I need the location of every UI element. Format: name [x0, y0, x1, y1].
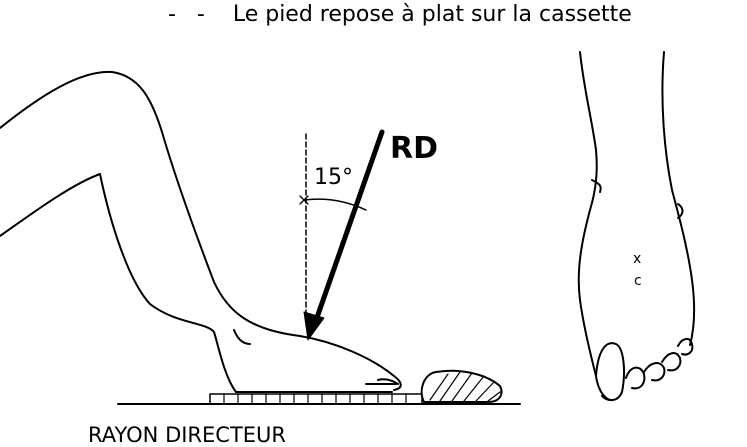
angle-arc: [303, 198, 367, 211]
calf-front-outline: [161, 131, 402, 391]
cassette-plate: [209, 393, 423, 405]
angle-label: 15°: [314, 165, 353, 190]
toe-outline: [365, 378, 399, 385]
leg-back-outline: [0, 173, 237, 393]
foot-left-outline: [577, 51, 611, 401]
foam-wedge: [420, 369, 503, 403]
wedge-outline: [420, 369, 503, 403]
third-toe: [643, 362, 666, 382]
ankle-left: [591, 179, 602, 193]
leg-lateral-view: [0, 70, 402, 393]
fourth-toe: [661, 352, 682, 372]
ankle-mark: [233, 329, 251, 345]
second-toe: [625, 366, 646, 390]
angle-tick: [299, 195, 309, 205]
ray-label: RD: [390, 131, 438, 166]
ankle-right: [677, 203, 684, 219]
arrowhead: [303, 311, 325, 341]
fifth-toe: [677, 338, 694, 356]
central-ray-arrow: [303, 129, 385, 341]
cassette-divisions: [223, 393, 407, 405]
center-point-mark: x: [633, 251, 641, 267]
foot-right-outline: [661, 51, 696, 346]
thigh-top-outline: [0, 70, 163, 133]
central-ray-caption: RAYON DIRECTEUR: [88, 423, 287, 447]
center-point-label: c: [634, 273, 642, 289]
big-toe: [595, 342, 625, 402]
foot-dorsal-view: [577, 51, 696, 402]
wedge-hatching: [429, 371, 501, 402]
instruction-caption: - - Le pied repose à plat sur la cassett…: [168, 2, 632, 27]
